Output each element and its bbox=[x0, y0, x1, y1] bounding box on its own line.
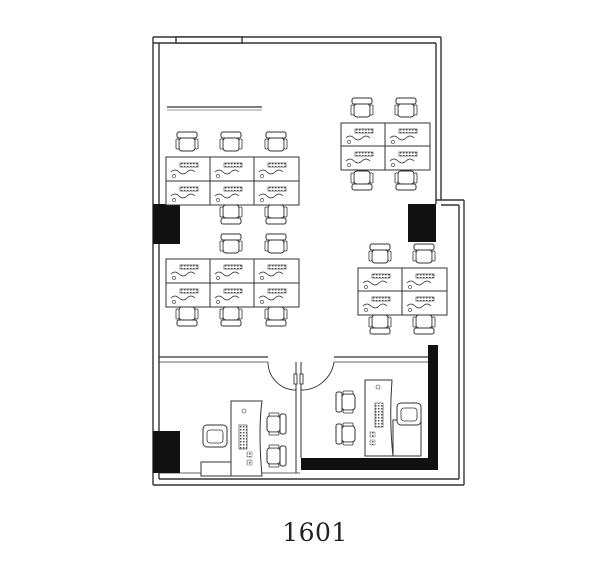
door-swing-icon bbox=[267, 361, 335, 391]
workstation-cluster-d bbox=[357, 243, 448, 335]
structural-columns bbox=[153, 204, 436, 473]
workstation-cluster-b bbox=[165, 233, 300, 327]
office-partitions bbox=[159, 345, 438, 473]
private-office-right bbox=[335, 379, 422, 457]
private-office-left bbox=[200, 400, 287, 477]
unit-label: 1601 bbox=[282, 518, 348, 547]
workstation-cluster-c bbox=[340, 97, 431, 191]
exterior-walls bbox=[152, 36, 465, 486]
workstation-cluster-a bbox=[165, 131, 300, 225]
